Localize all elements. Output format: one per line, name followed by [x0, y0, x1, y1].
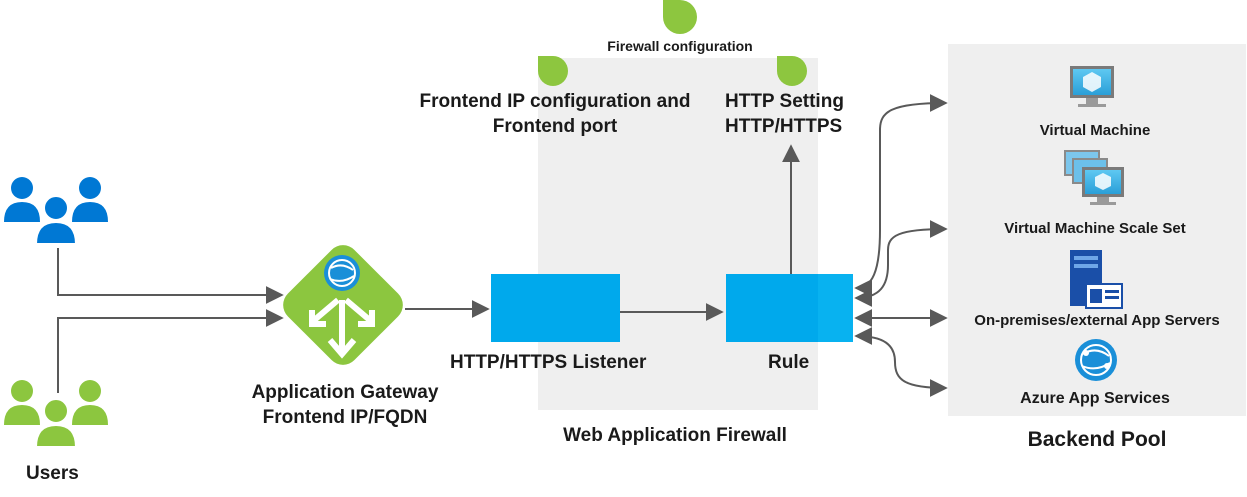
bubble-icon-http-setting — [777, 56, 807, 86]
vmss-label: Virtual Machine Scale Set — [1004, 220, 1186, 237]
rule-to-vm-arrow — [854, 94, 948, 297]
application-gateway-label-line1: Application Gateway — [251, 382, 439, 403]
listener-box — [491, 274, 620, 342]
users-label: Users — [26, 463, 79, 484]
waf-label: Web Application Firewall — [563, 425, 787, 446]
rule-to-app-services-arrow — [854, 327, 948, 397]
frontend-ip-label-line2: Frontend port — [492, 115, 618, 137]
waf-region — [538, 58, 818, 410]
frontend-ip-label-line1: Frontend IP configuration and — [419, 91, 691, 112]
firewall-configuration-label: Firewall configuration — [607, 38, 753, 54]
on-prem-server-icon — [1070, 250, 1123, 309]
connectors — [57, 94, 948, 397]
rule-to-vmss-arrow — [854, 220, 948, 307]
virtual-machine-label: Virtual Machine — [1039, 122, 1151, 139]
frontend-ip-label: Frontend IP configuration and Frontend p… — [395, 90, 715, 139]
app-services-label: Azure App Services — [1020, 390, 1170, 407]
on-prem-label: On-premises/external App Servers — [974, 312, 1220, 329]
virtual-machine-icon — [1070, 66, 1114, 107]
application-gateway-label-line2: Frontend IP/FQDN — [262, 406, 428, 428]
listener-label: HTTP/HTTPS Listener — [450, 352, 647, 373]
rule-box-highlight — [818, 274, 853, 342]
http-setting-label-line1: HTTP Setting — [725, 91, 844, 112]
users-bottom-to-gateway-arrow — [57, 309, 284, 393]
backend-pool-label: Backend Pool — [1027, 428, 1167, 451]
app-services-icon — [1075, 339, 1117, 381]
rule-label: Rule — [768, 352, 810, 373]
application-gateway-icon — [283, 245, 403, 365]
bubble-icon-firewall — [663, 0, 697, 34]
users-green-icon — [4, 380, 108, 448]
vm-scale-set-icon — [1064, 150, 1124, 205]
users-blue-icon — [4, 177, 108, 245]
users-top-to-gateway-arrow — [57, 248, 284, 304]
http-setting-label-line2: HTTP/HTTPS — [725, 115, 843, 137]
bubble-icon-frontend — [538, 56, 568, 86]
http-setting-label: HTTP Setting HTTP/HTTPS — [725, 90, 844, 139]
application-gateway-label: Application Gateway Frontend IP/FQDN — [220, 381, 470, 430]
